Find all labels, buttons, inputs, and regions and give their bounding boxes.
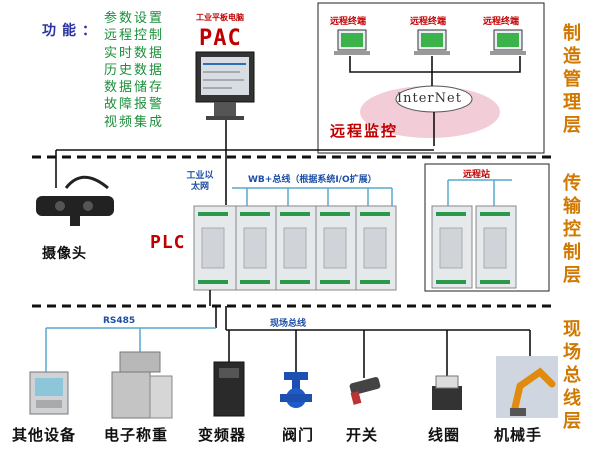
rs485-label: RS485 xyxy=(103,316,136,326)
wb-bus-label: WB+总线（根据系统I/O扩展） xyxy=(248,175,377,185)
camera-device xyxy=(36,175,114,226)
device-label-coil: 线圈 xyxy=(428,426,461,444)
weighing-device xyxy=(111,351,173,419)
remote-terminal-label-1: 远程终端 xyxy=(330,17,367,27)
terminal-network-lines xyxy=(349,56,521,146)
coil-device xyxy=(432,375,462,410)
function-item: 远程控制 xyxy=(104,28,165,44)
function-item: 视频集成 xyxy=(104,114,165,130)
device-label-other: 其他设备 xyxy=(12,426,77,444)
ethernet-lines xyxy=(55,120,434,205)
layer-transmission-text: 传输控制层 xyxy=(563,173,581,286)
layer-manufacturing: 制造管理层 xyxy=(562,22,582,137)
internet-label: InterNet xyxy=(397,91,462,106)
device-label-switch: 开关 xyxy=(346,426,379,444)
pac-caption: 工业平板电脑 xyxy=(196,13,244,22)
rs485-lines xyxy=(45,327,216,372)
terminal-computer-3 xyxy=(490,29,526,55)
device-label-weighing: 电子称重 xyxy=(104,426,169,444)
valve-device xyxy=(280,372,312,408)
functions-list: 参数设置 远程控制 实时数据 历史数据 数据储存 故障报警 视频集成 xyxy=(104,10,164,131)
fieldbus-label: 现场总线 xyxy=(270,319,307,329)
layer-field-bus-text: 现场总线层 xyxy=(563,319,581,432)
pac-label: PAC xyxy=(199,26,242,51)
function-item: 实时数据 xyxy=(104,45,165,61)
plc-label: PLC xyxy=(150,232,186,253)
switch-device xyxy=(349,376,381,405)
plc-module-faces xyxy=(201,227,507,269)
terminal-computer-1 xyxy=(334,29,370,55)
plc-modules xyxy=(193,205,517,291)
industrial-ethernet-label: 工业以太网 xyxy=(186,171,214,192)
function-item: 参数设置 xyxy=(104,11,165,26)
plc-terminal-strips xyxy=(198,212,510,284)
remote-terminal-label-3: 远程终端 xyxy=(483,17,520,27)
function-item: 历史数据 xyxy=(104,62,165,78)
layer-transmission: 传输控制层 xyxy=(562,172,582,287)
layer-field-bus: 现场总线层 xyxy=(562,318,582,433)
remote-station-box xyxy=(424,163,550,292)
device-label-inverter: 变频器 xyxy=(198,426,247,444)
terminal-computer-2 xyxy=(414,29,450,55)
device-label-valve: 阀门 xyxy=(282,426,315,444)
pac-panel-pc xyxy=(195,51,255,120)
camera-label: 摄像头 xyxy=(42,246,87,262)
remote-terminal-box xyxy=(317,2,545,154)
meter-device xyxy=(29,371,69,415)
remote-terminal-label-2: 远程终端 xyxy=(410,17,447,27)
device-label-robot: 机械手 xyxy=(494,426,543,444)
fieldbus-lines xyxy=(209,290,531,386)
inverter-device xyxy=(213,361,245,417)
wb-bus-lines xyxy=(232,179,512,208)
layer-manufacturing-text: 制造管理层 xyxy=(563,23,581,136)
robot-arm-device xyxy=(496,356,558,418)
function-item: 故障报警 xyxy=(104,97,165,113)
remote-station-label: 远程站 xyxy=(463,170,491,180)
functions-title: 功能： xyxy=(42,23,102,39)
remote-monitor-label: 远程监控 xyxy=(330,122,399,140)
function-item: 数据储存 xyxy=(104,80,165,96)
